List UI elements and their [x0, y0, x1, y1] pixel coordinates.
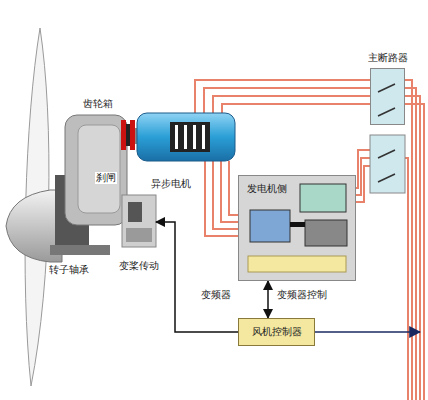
converter-control-bar — [248, 256, 346, 272]
brake-pad — [126, 124, 130, 146]
grid-side-filter — [300, 184, 346, 212]
gearbox-housing — [78, 125, 120, 213]
breaker-box — [370, 68, 405, 125]
control-connector — [267, 281, 269, 318]
pitch-drive — [122, 195, 156, 247]
generator-rotor — [170, 122, 210, 152]
gearbox — [65, 115, 127, 225]
breaker-box — [370, 135, 405, 193]
node-label: 变桨传动 — [119, 260, 159, 272]
grid-side-converter — [305, 220, 347, 246]
controller-box: 风机控制器 — [238, 318, 315, 346]
node-label: 风机控制器 — [252, 326, 302, 338]
part-label: 转子轴承 — [48, 264, 90, 276]
part-label: 异步电机 — [150, 178, 192, 190]
breaker-box: 主断路器 — [370, 68, 405, 125]
pitch-motor — [128, 202, 142, 222]
generator — [137, 113, 235, 161]
breaker-switches — [378, 84, 395, 182]
part-label: 刹闸 — [95, 172, 117, 184]
slip-rings — [175, 125, 205, 149]
node-label: 发电机侧 — [247, 183, 287, 195]
part-label: 变频器 — [200, 289, 232, 301]
part-label: 齿轮箱 — [82, 98, 114, 110]
rotor-side-converter — [250, 210, 290, 242]
bearing-base — [50, 245, 110, 255]
node-label: 主断路器 — [368, 52, 408, 64]
brake-disc — [130, 120, 135, 150]
pitch-drive-box: 变桨传动 — [122, 195, 156, 247]
control-connector — [156, 222, 238, 332]
controller-output-line — [315, 331, 420, 333]
part-label: 变频器控制 — [276, 289, 328, 301]
brake-disc — [121, 120, 126, 150]
converter-panel: 发电机侧 — [238, 175, 356, 281]
pitch-gear — [126, 228, 152, 242]
converter-panel — [238, 175, 356, 281]
dc-link — [290, 222, 305, 227]
